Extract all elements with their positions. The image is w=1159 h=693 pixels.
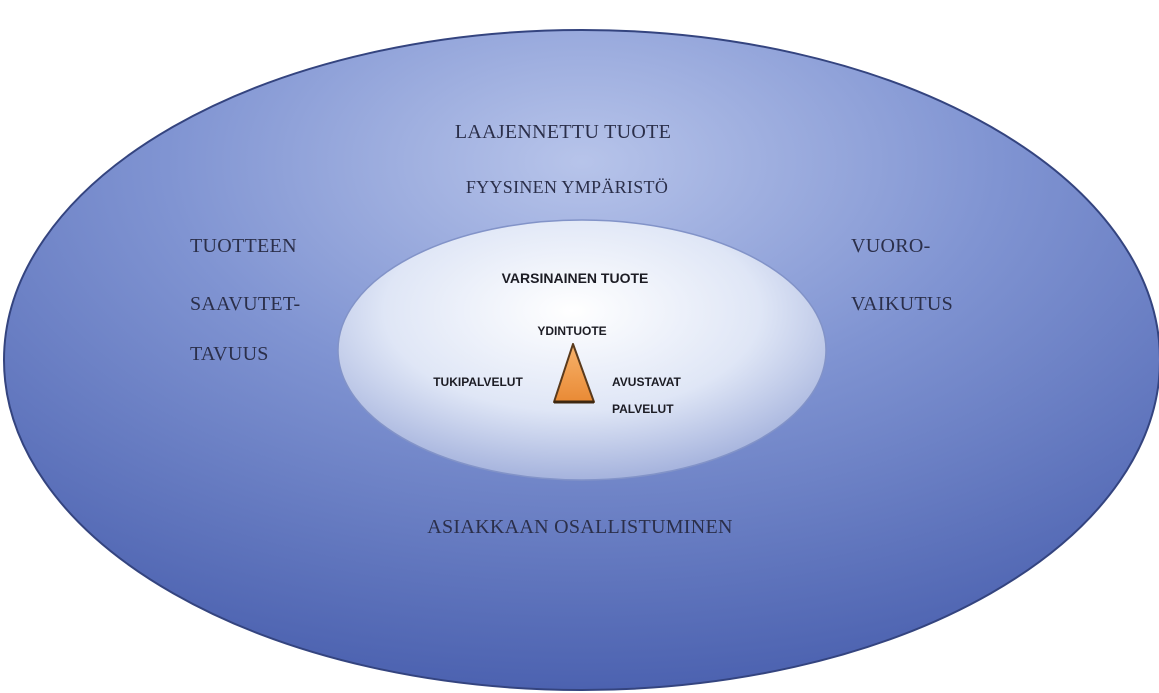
right-label-line-2: VAIKUTUS [851,293,953,315]
assisting-services-label-line-2: PALVELUT [612,402,674,416]
outer-title: LAAJENNETTU TUOTE [455,121,671,143]
left-label-line-1: TUOTTEEN [190,235,297,257]
assisting-services-label-line-1: AVUSTAVAT [612,375,682,389]
core-label: YDINTUOTE [537,324,606,338]
left-label-line-3: TAVUUS [190,343,269,365]
inner-title: VARSINAINEN TUOTE [502,270,649,286]
support-services-label: TUKIPALVELUT [433,375,523,389]
right-label-line-1: VUORO- [851,235,931,257]
outer-bottom-label: ASIAKKAAN OSALLISTUMINEN [427,516,733,538]
left-label-line-2: SAAVUTET- [190,293,301,315]
outer-subtitle: FYYSINEN YMPÄRISTÖ [466,177,668,197]
inner-ellipse [337,219,827,481]
